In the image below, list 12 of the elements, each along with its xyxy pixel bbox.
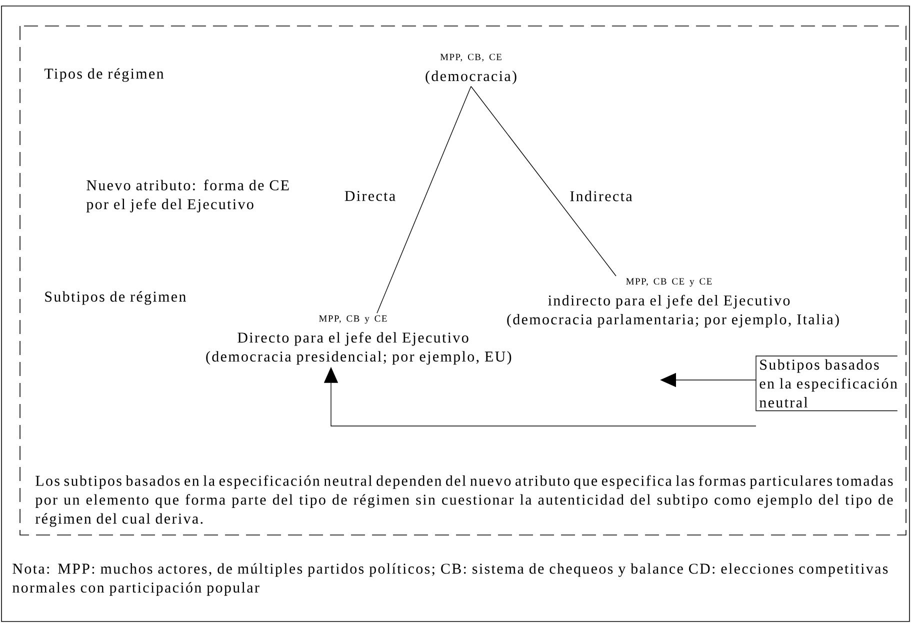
annotation-box: Subtipos basados en la especificación neutral: [756, 356, 898, 412]
footnote-text: Nota: MPP: muchos actores, de múltiples partidos políticos; CB: sistema de chequeos y balance CD: elecciones competitivas normales con participación popular: [12, 563, 888, 596]
connector-line: [376, 86, 472, 314]
regime-text: MPP, CB CE y CE indirecto para el jefe del Ejecutivo (democracia parlamentaria; por ejemplo, Italia): [507, 278, 839, 328]
regime-text: MPP, CB, CE (democracia): [426, 54, 516, 84]
edge-label: Indirecta: [568, 190, 634, 202]
row-label: Tipos de régimen: [44, 68, 164, 82]
connector-line: [470, 86, 616, 276]
row-label: Subtipos de régimen: [45, 291, 186, 305]
explanation-text: Los subtipos basados en la especificación neutral dependen del nuevo atributo que especifica las formas particulares tomadas por un elemento que forma parte del tipo de régimen sin cuestionar la autenticidad del subtipo como ejemplo del tipo de régimen del cual deriva.: [35, 475, 893, 527]
attribute-note: Nuevo atributo: forma de CE por el jefe del Ejecutivo: [86, 180, 289, 212]
edge-label: Directa: [343, 190, 397, 202]
